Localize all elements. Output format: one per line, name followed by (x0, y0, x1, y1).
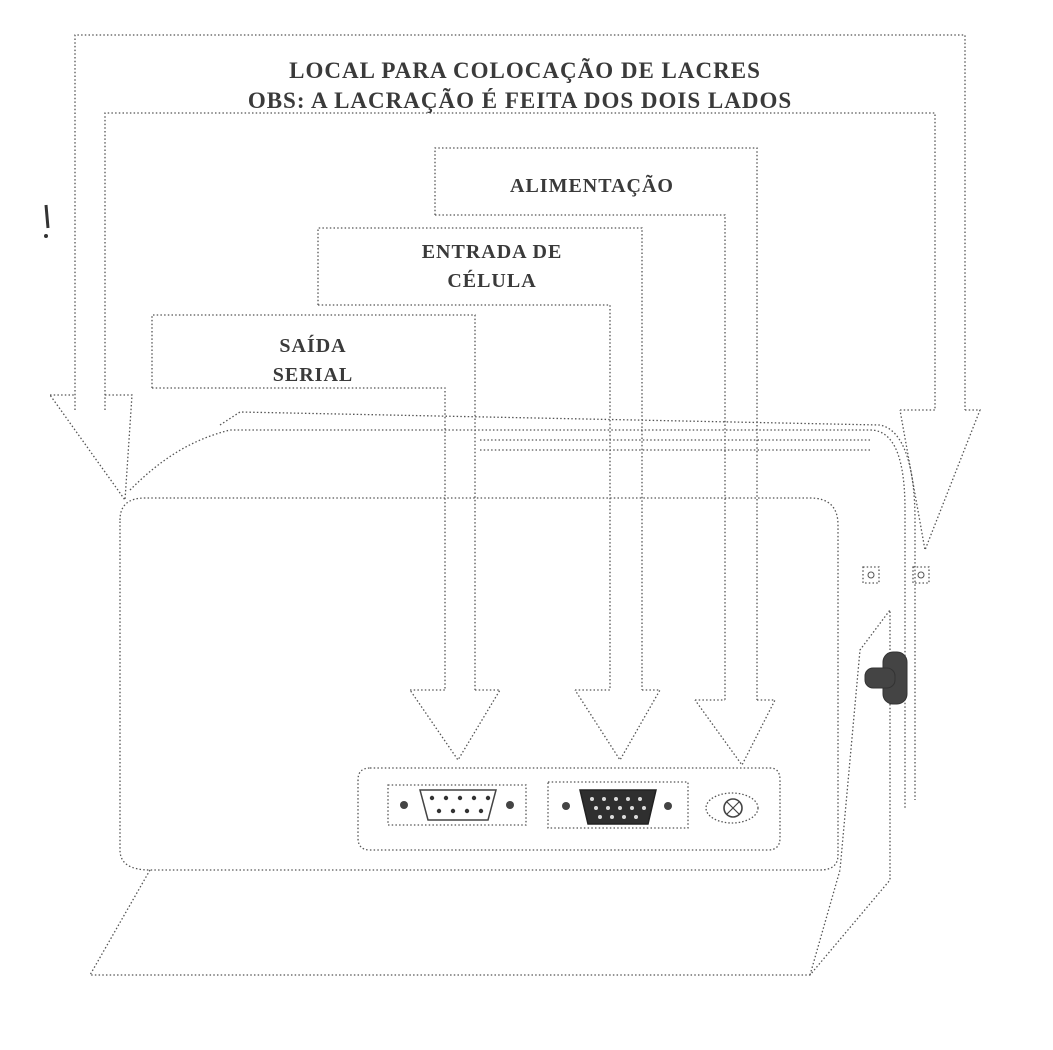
cell-box-outer (317, 227, 643, 690)
cell-label-line2: CÉLULA (447, 269, 536, 292)
power-arrow-head (694, 699, 777, 767)
power-label: ALIMENTAÇÃO (510, 174, 674, 197)
device-base (88, 608, 891, 976)
seal-arrow-right (899, 409, 981, 553)
screw-icon-1 (862, 566, 880, 584)
knob-icon (864, 651, 908, 705)
seal-bracket (49, 34, 981, 553)
base-edge (809, 869, 841, 976)
connector-plate (357, 767, 781, 851)
seal-title-line1: LOCAL PARA COLOCAÇÃO DE LACRES (289, 58, 761, 83)
seal-title-line2: OBS: A LACRAÇÃO É FEITA DOS DOIS LADOS (248, 88, 792, 113)
serial-label-line1: SAÍDA (279, 334, 346, 357)
serial-arrow-head (409, 689, 502, 762)
power-box-inner (435, 214, 726, 700)
power-box-outer (434, 147, 758, 700)
ink-mark (44, 204, 50, 238)
cell-box-inner (318, 304, 611, 690)
cell-label-line1: ENTRADA DE (422, 241, 563, 263)
serial-box-outer (151, 314, 476, 690)
connector-panel (357, 767, 781, 851)
lid-back-edge (129, 429, 906, 810)
serial-label-line2: SERIAL (273, 364, 353, 386)
power-callout (434, 147, 777, 767)
db15-connector-icon (547, 781, 689, 829)
seal-arrow-left (49, 394, 133, 502)
power-jack-icon (705, 792, 759, 824)
serial-callout (151, 314, 502, 762)
cell-arrow-head (574, 689, 662, 762)
lid-top-edge (219, 411, 916, 800)
cell-callout (317, 227, 662, 762)
serial-box-inner (152, 387, 446, 690)
seal-bracket-inner (104, 112, 936, 410)
front-panel (119, 497, 839, 871)
screw-icon-2 (912, 566, 930, 584)
db9-connector-icon (387, 784, 527, 826)
device-body (88, 411, 916, 976)
